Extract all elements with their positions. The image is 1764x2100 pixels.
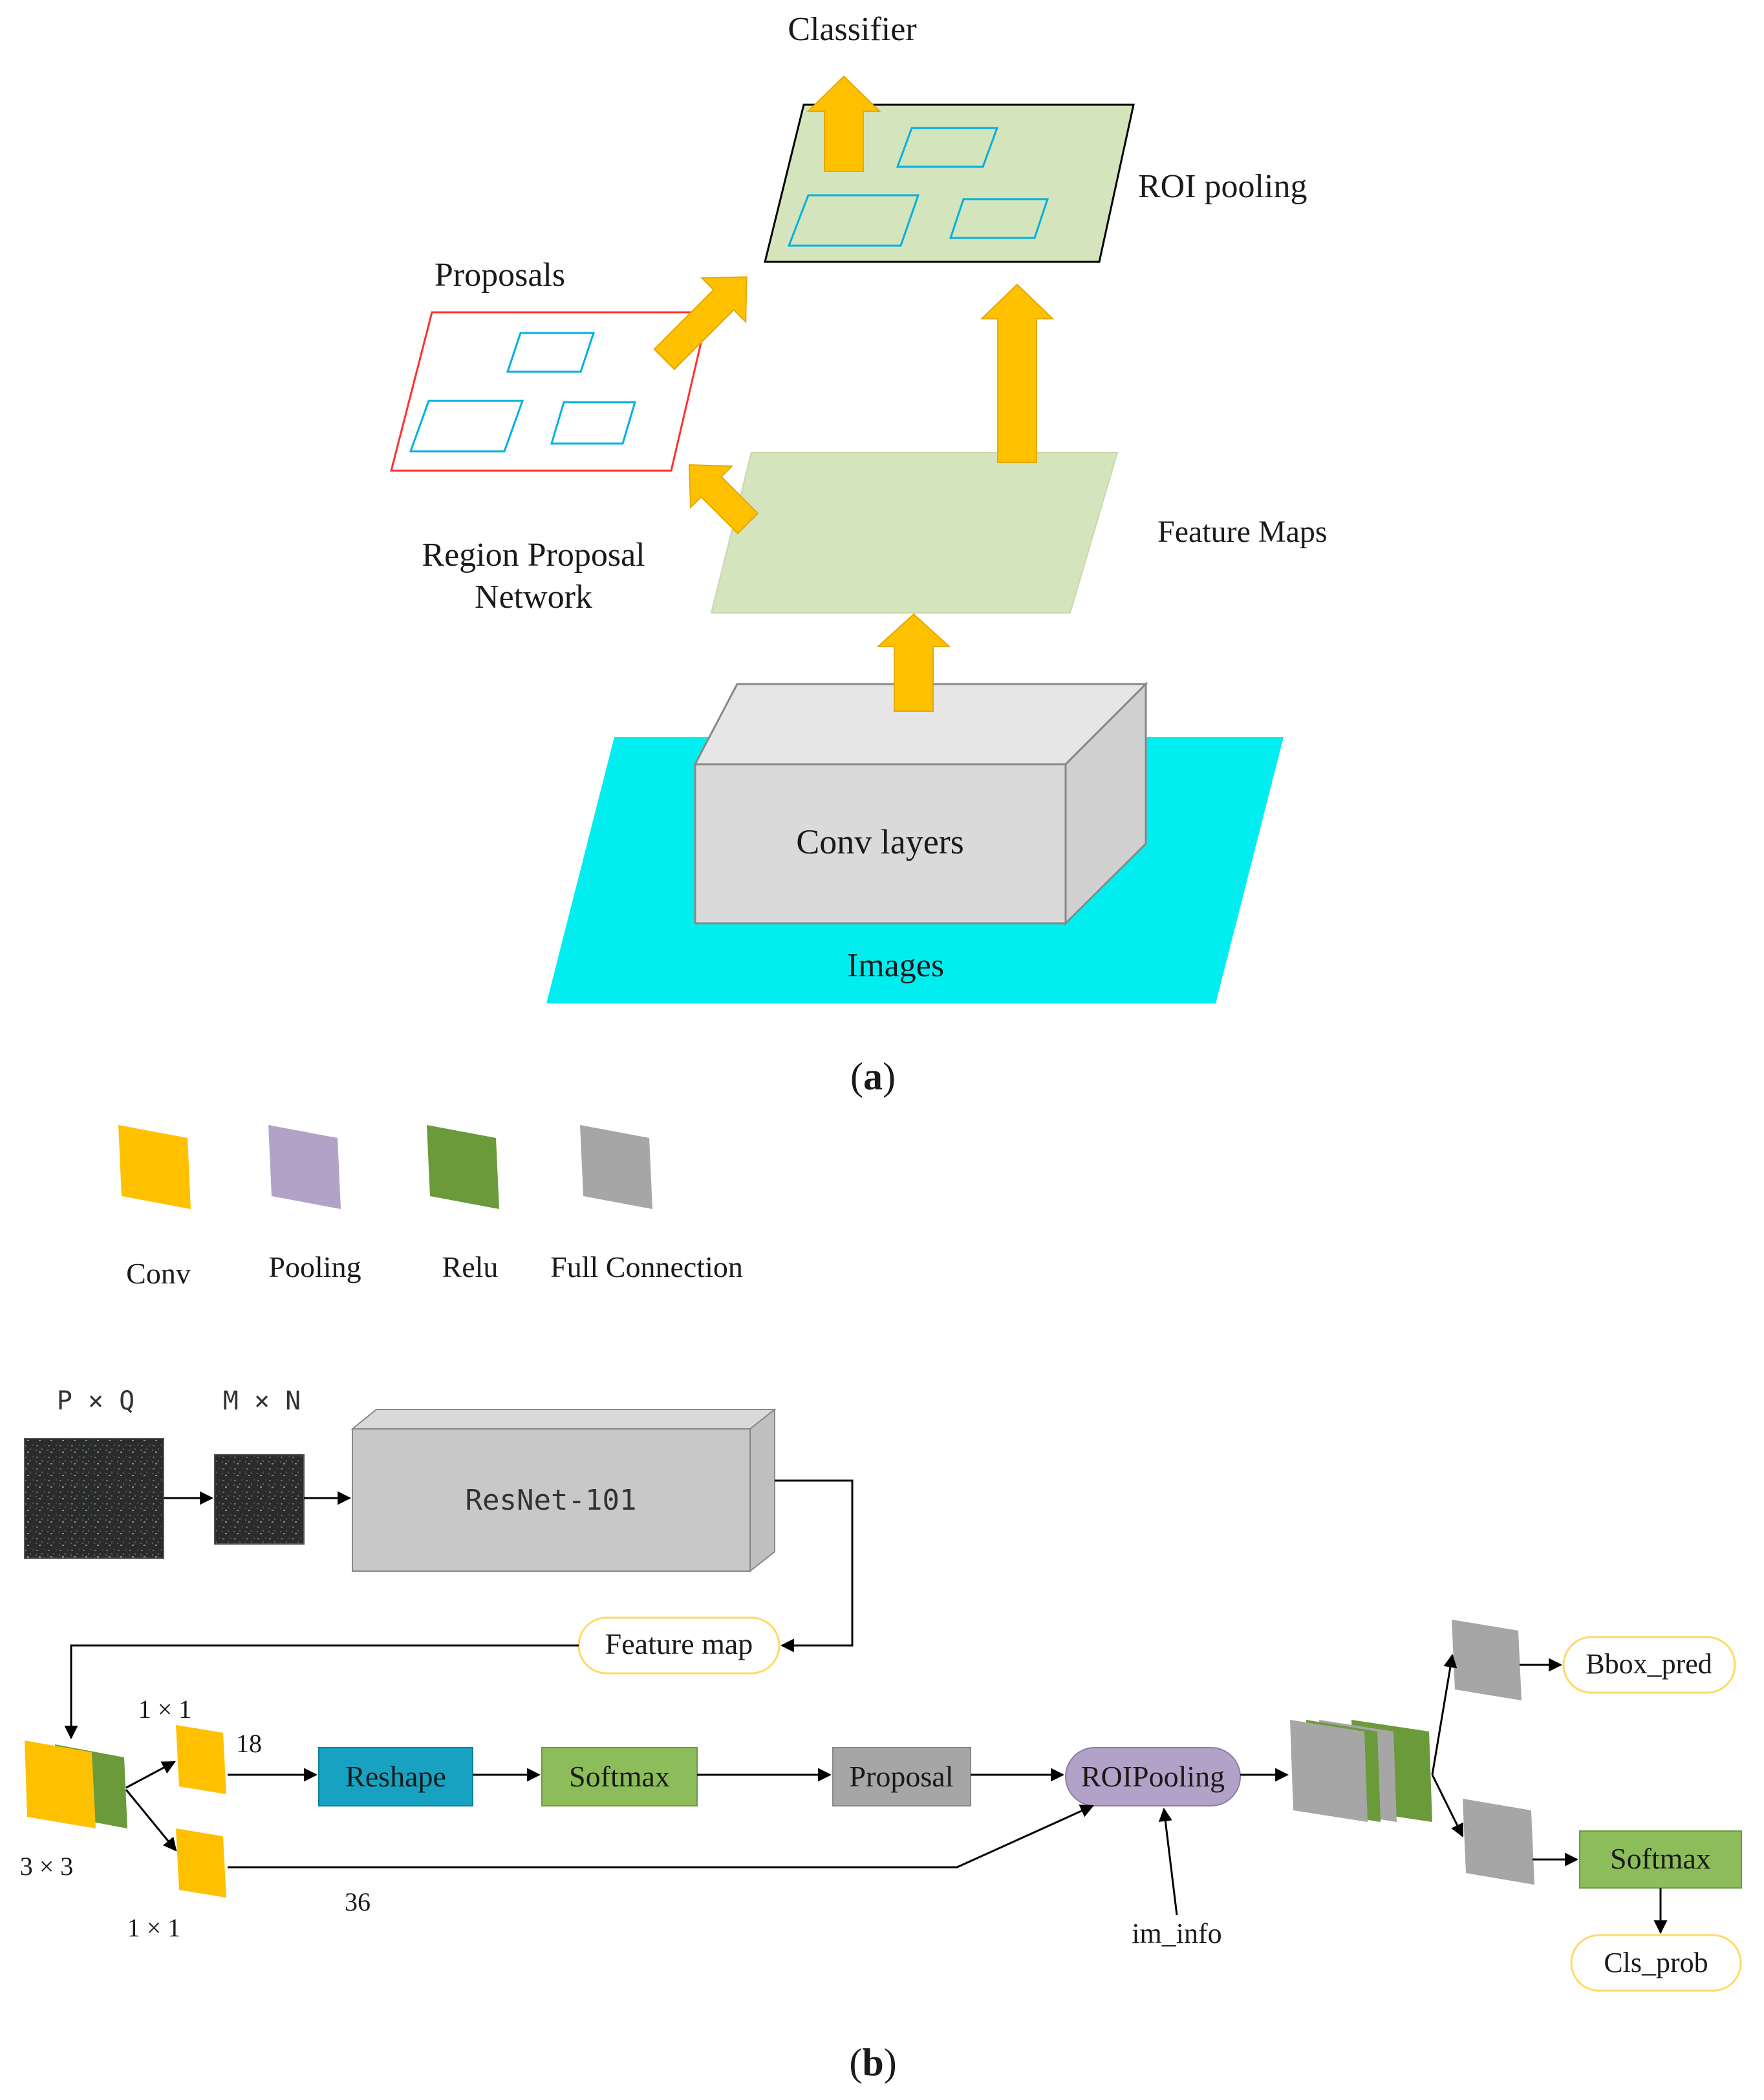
conv1x1-bottom-layer <box>176 1828 226 1898</box>
conv3x3-label: 3 × 3 <box>20 1852 74 1881</box>
roi-pooling-label: ROI pooling <box>1138 168 1307 205</box>
resnet-front <box>352 1428 751 1572</box>
softmax-cls-node <box>1579 1830 1742 1889</box>
proposal-box <box>550 401 637 445</box>
rpn-label-line2: Network <box>475 579 592 616</box>
resized-size-label: M × N <box>223 1386 301 1416</box>
arrow-up-icon <box>980 283 1055 463</box>
edge-iminfo-roipooling <box>1158 1807 1178 1916</box>
channels-top-label: 18 <box>236 1729 262 1758</box>
panel-b: P × Q M × N ResNet-101 Feature map 3 × 3… <box>20 1386 1742 2084</box>
arrow-diagonal-icon <box>653 276 748 370</box>
legend-swatch-relu <box>427 1125 499 1209</box>
conv-layers-block: Conv layers <box>693 681 1148 926</box>
classifier-label: Classifier <box>788 11 916 48</box>
legend-swatch-pooling <box>268 1125 341 1209</box>
fc-stack-layer <box>1290 1720 1368 1822</box>
input-size-label: P × Q <box>57 1386 134 1416</box>
edge-conv-1x1-top <box>125 1761 176 1789</box>
fc-cls-layer <box>1463 1799 1534 1885</box>
legend-swatch-conv <box>118 1125 191 1209</box>
proposal-box <box>506 332 596 373</box>
im-info-label: im_info <box>1132 1918 1221 1949</box>
roipooling-node <box>1065 1747 1241 1806</box>
softmax-rpn-node <box>541 1747 698 1806</box>
resnet-top <box>350 1409 777 1430</box>
legend-label: Pooling <box>268 1250 361 1283</box>
edge-featuremap-conv <box>64 1644 579 1740</box>
legend-label: Conv <box>126 1257 191 1290</box>
conv1x1-bottom-label: 1 × 1 <box>127 1913 181 1942</box>
proposal-label: Proposal <box>850 1760 954 1793</box>
edge-fc-bbox <box>1431 1653 1457 1775</box>
bbox-pred-node <box>1562 1636 1736 1694</box>
feature-maps-plane <box>710 452 1119 614</box>
proposal-box <box>409 400 524 453</box>
images-label: Images <box>847 947 944 984</box>
fc-bbox-layer <box>1452 1620 1522 1700</box>
arrow-up-icon <box>876 613 951 712</box>
resnet-label: ResNet-101 <box>466 1484 637 1517</box>
cls-prob-label: Cls_prob <box>1604 1947 1708 1978</box>
input-image <box>24 1438 164 1559</box>
legend: Conv Pooling Relu Full Connection <box>118 1125 743 1290</box>
legend-swatch-full-connection <box>580 1125 652 1209</box>
softmax-cls-label: Softmax <box>1610 1842 1711 1875</box>
connectors <box>64 1479 1668 1934</box>
proposals-frame <box>390 311 709 472</box>
legend-label: Relu <box>442 1250 499 1283</box>
bbox-pred-label: Bbox_pred <box>1586 1648 1712 1680</box>
rpn-label-line1: Region Proposal <box>422 537 645 573</box>
reshape-node <box>318 1747 473 1806</box>
resnet-side <box>749 1408 775 1573</box>
feature-maps-label: Feature Maps <box>1157 515 1328 549</box>
channels-bottom-label: 36 <box>345 1887 371 1916</box>
feature-map-label: Feature map <box>605 1627 753 1660</box>
caption-a: (a) <box>850 1055 896 1098</box>
edge-resnet-featuremap <box>775 1479 854 1653</box>
roi-box <box>787 194 920 247</box>
resnet-block: ResNet-101 <box>350 1408 777 1573</box>
resized-image <box>214 1454 305 1545</box>
legend-label: Full Connection <box>550 1250 743 1283</box>
proposal-node <box>832 1747 971 1806</box>
conv-layers-label: Conv layers <box>796 822 963 861</box>
reshape-label: Reshape <box>345 1760 446 1793</box>
roi-box <box>896 127 999 168</box>
softmax-rpn-label: Softmax <box>569 1760 670 1793</box>
proposals-label: Proposals <box>435 257 565 294</box>
caption-b: (b) <box>849 2041 896 2084</box>
panel-a: Images Conv layers Feature Maps Region P… <box>390 11 1328 1098</box>
conv1x1-top-layer <box>176 1725 226 1794</box>
roipooling-label: ROIPooling <box>1081 1760 1225 1793</box>
edge-1x1-roipooling <box>228 1805 1094 1869</box>
conv3x3-layer <box>25 1741 96 1828</box>
arrow-diagonal-icon <box>688 464 759 535</box>
edge-conv-1x1-bottom <box>125 1789 177 1852</box>
conv1x1-top-label: 1 × 1 <box>138 1695 192 1724</box>
conv-box-front <box>694 763 1067 925</box>
roi-box <box>949 198 1049 239</box>
arrow-up-icon <box>806 75 881 172</box>
cls-prob-node <box>1570 1934 1742 1992</box>
edge-fc-cls <box>1431 1774 1464 1838</box>
